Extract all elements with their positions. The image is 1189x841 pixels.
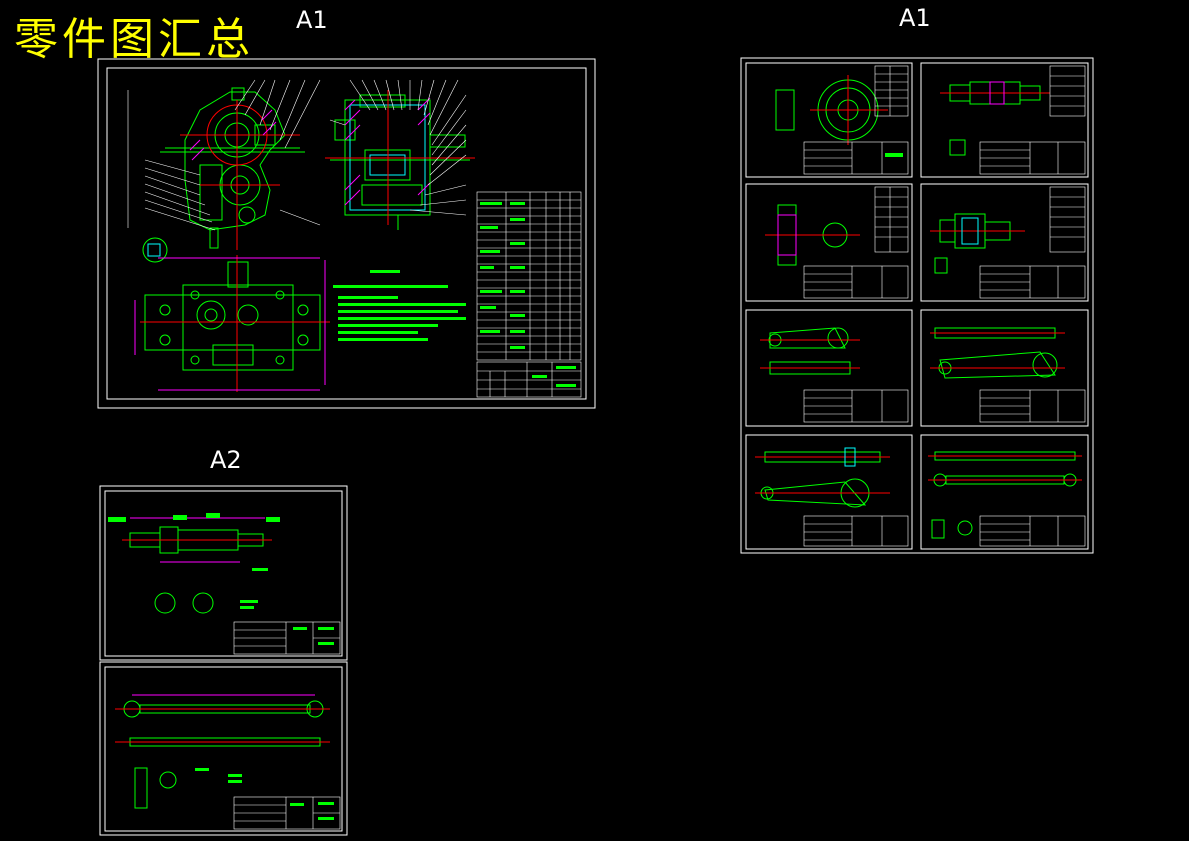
assembly-title-block-text (532, 366, 576, 387)
a2-sheet-shaft (99, 485, 348, 661)
assembly-title-block (476, 361, 582, 398)
a1-right-block (740, 57, 1094, 554)
parts-list-text (480, 202, 525, 349)
sheet-label-a1-left: A1 (296, 6, 328, 34)
assembly-side-hatch (344, 97, 431, 206)
a2-sheet-tie-rod (99, 661, 348, 836)
technical-requirements (333, 270, 466, 341)
part-sheet-tie-rod (920, 434, 1089, 550)
assembly-front-hatch (189, 109, 277, 161)
assembly-side-leaders (329, 79, 467, 216)
sheet-label-a2: A2 (210, 446, 242, 474)
part-sheet-arm-1 (745, 309, 913, 427)
assembly-side-centerlines (325, 90, 475, 225)
page-title: 零件图汇总 (14, 14, 254, 65)
parts-list-table (476, 191, 582, 361)
assembly-top-centerlines (140, 255, 330, 392)
assembly-front-centerlines (180, 100, 300, 250)
part-sheet-shaft-1 (920, 62, 1089, 178)
assembly-top-dims (134, 257, 326, 391)
part-sheet-gear (745, 62, 913, 178)
sheet-label-a1-right: A1 (899, 4, 931, 32)
assembly-leaders (127, 79, 321, 231)
part-sheet-worm-shaft (920, 183, 1089, 302)
assembly-sheet (97, 58, 596, 409)
part-sheet-arm-3 (745, 434, 913, 550)
part-sheet-worm-gear (745, 183, 913, 302)
part-sheet-arm-2 (920, 309, 1089, 427)
